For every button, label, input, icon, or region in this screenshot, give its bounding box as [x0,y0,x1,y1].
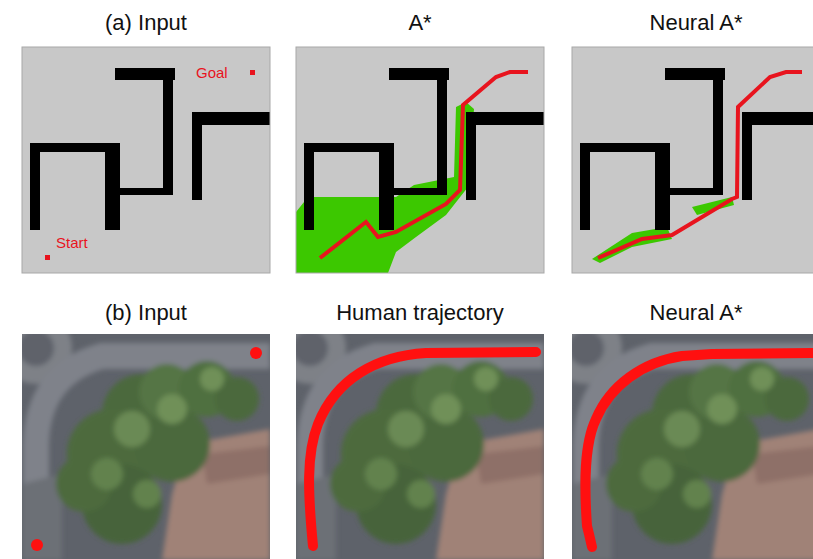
panel: (a) Input [22,8,270,38]
panel-title: A* [296,8,544,38]
panel-border [296,47,544,273]
point-label: Start [56,234,88,251]
panel: Human trajectory [296,298,544,328]
aerial-input [0,312,270,559]
path [598,72,802,258]
point-label: Goal [196,64,228,81]
maze-ground [296,47,544,273]
start-marker [31,539,43,551]
maze-ground [572,47,813,273]
maze-ground [22,47,270,273]
aerial-human [274,312,544,559]
maze-walls [30,68,270,230]
panel-title: (a) Input [22,8,270,38]
panel-title: (b) Input [22,298,270,328]
aerial-image [550,312,813,559]
aerial-neural [550,312,813,559]
aerial-image [274,312,544,559]
panel-title: Neural A* [572,8,813,38]
panel-title: Neural A* [572,298,813,328]
path [320,72,528,258]
maze-walls [580,68,813,230]
panel: A* [296,8,544,38]
trajectory [585,353,812,547]
start-marker [45,255,50,260]
maze-astar [296,47,544,273]
panel: (b) Input [22,298,270,328]
maze-input [22,47,270,273]
panel-border [572,47,813,273]
maze-walls [304,68,544,230]
maze-neural [572,47,813,273]
panel-title: Human trajectory [296,298,544,328]
trajectory [309,352,536,546]
panel-border [22,47,270,273]
aerial-image [0,312,270,559]
panel: Neural A* [572,298,813,328]
goal-marker [250,347,262,359]
panel: Neural A* [572,8,813,38]
goal-marker [250,70,255,75]
